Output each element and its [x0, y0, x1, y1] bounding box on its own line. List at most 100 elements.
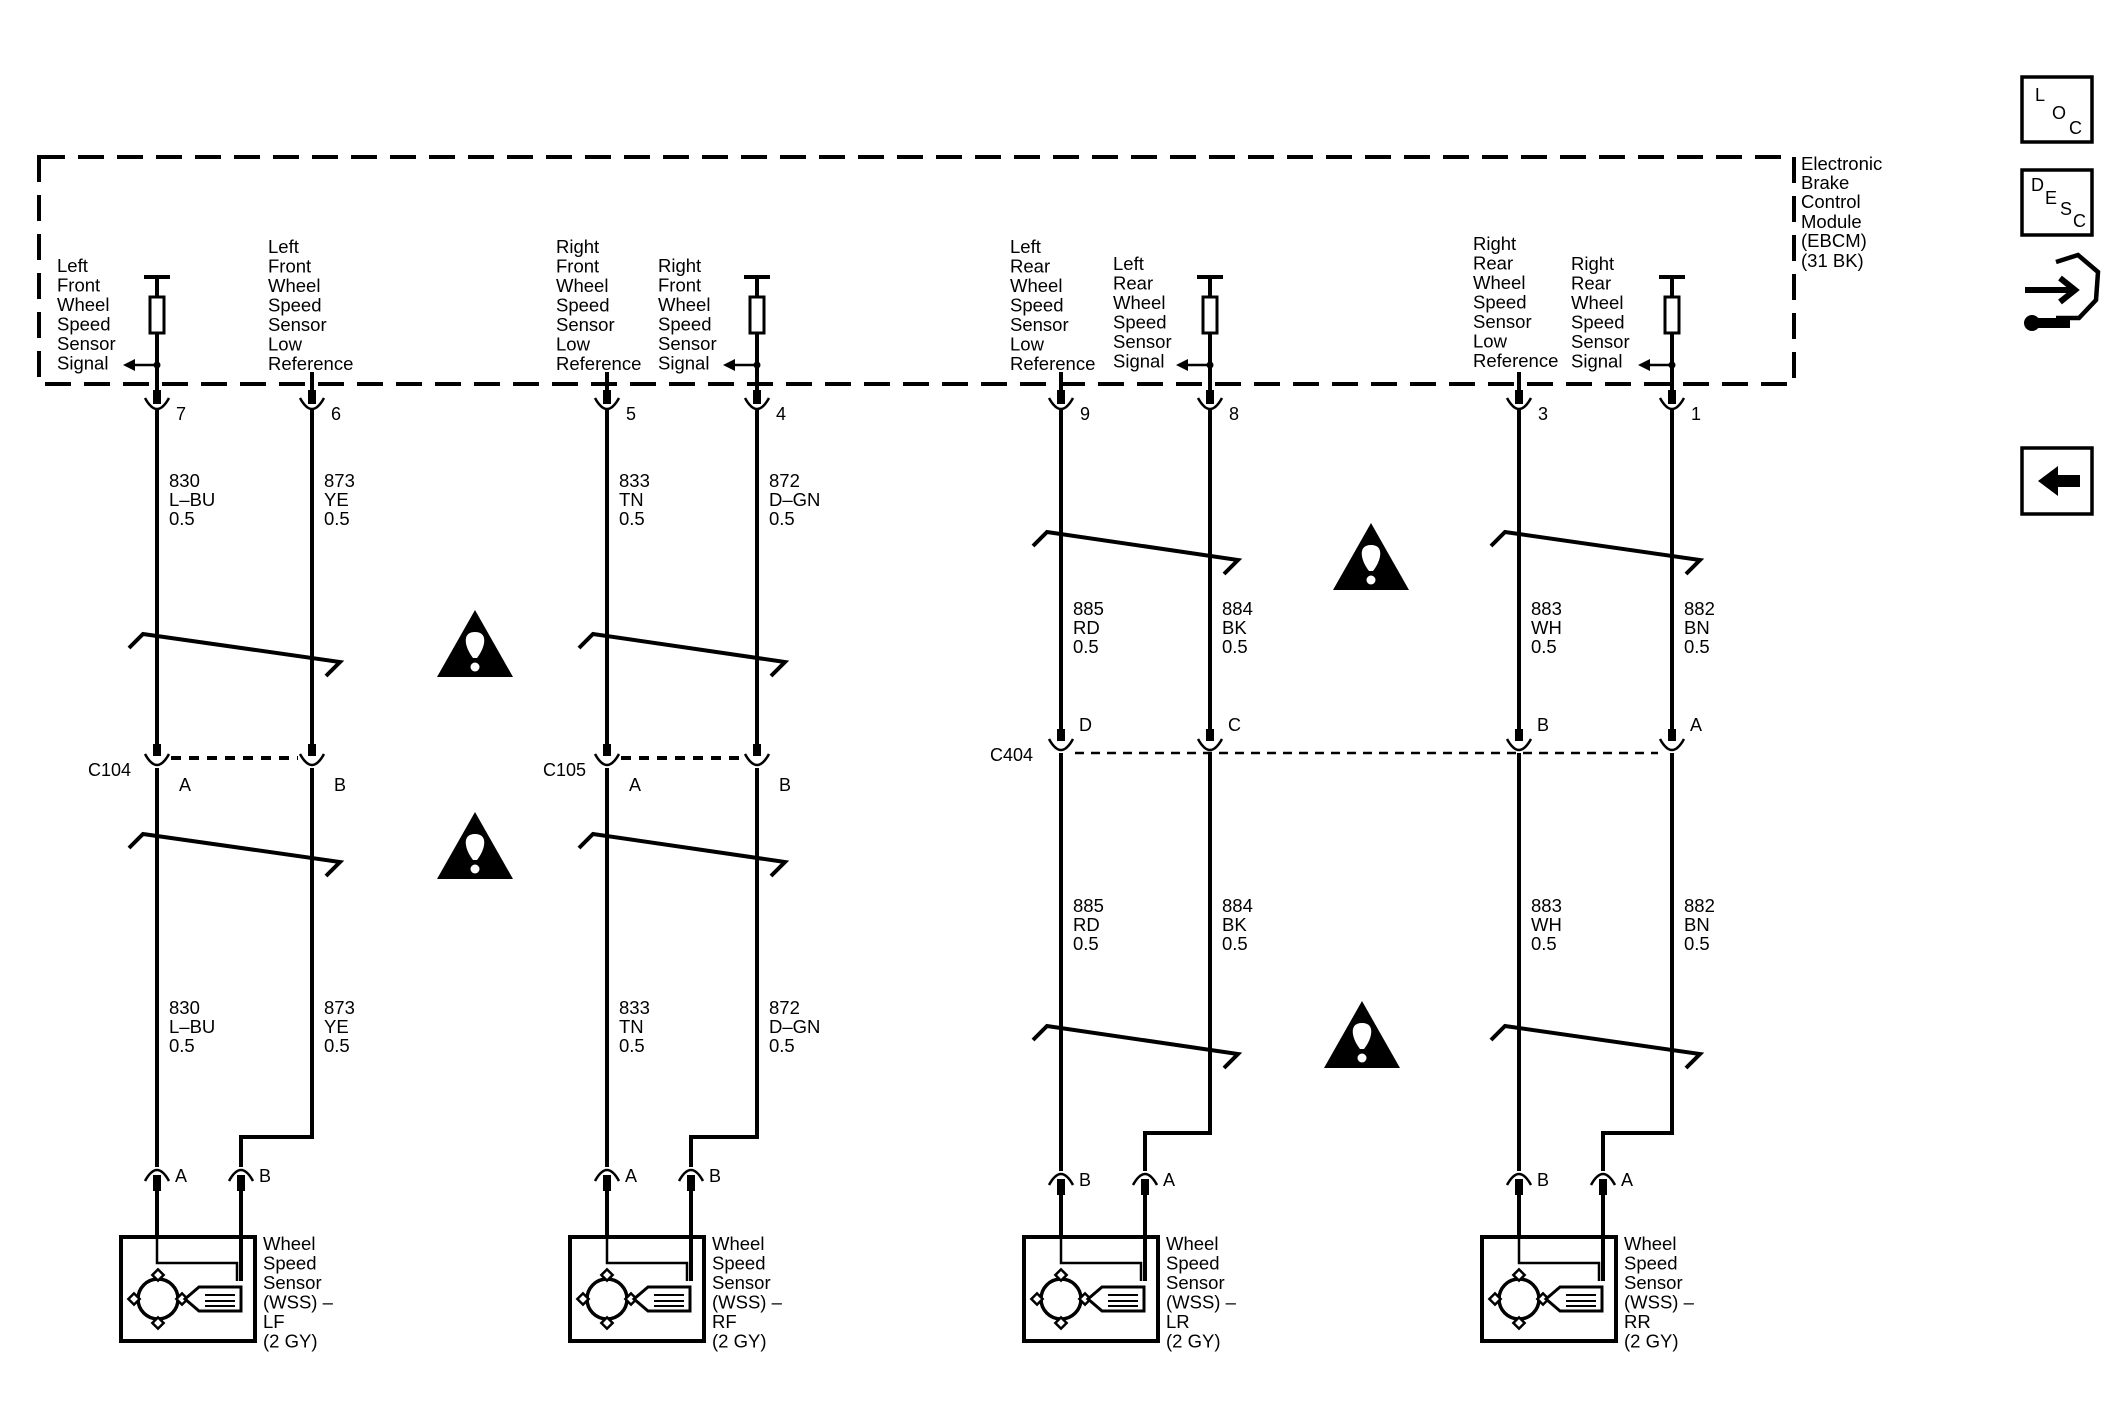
circuit-label-line: Wheel	[556, 275, 608, 296]
tone-wheel-icon	[585, 1277, 629, 1321]
circuit-label-line: Sensor	[556, 314, 615, 335]
wire-size: 0.5	[769, 508, 795, 529]
wire-color: RD	[1073, 617, 1100, 638]
ebcm-terminal	[743, 397, 771, 411]
pickup-coil-lines	[205, 1294, 235, 1307]
tone-wheel-tooth	[1511, 1315, 1527, 1331]
wire-number: 873	[324, 997, 355, 1018]
loc-button[interactable]: L O C	[2020, 75, 2094, 144]
desc-button[interactable]: D E S C	[2020, 168, 2094, 237]
wire-number: 833	[619, 470, 650, 491]
circuit-label-line: Left	[1113, 253, 1144, 274]
warning-icon	[1324, 1001, 1400, 1068]
circuit-label-line: Right	[1571, 253, 1614, 274]
tone-wheel-tooth	[1535, 1291, 1551, 1307]
ebcm-terminal	[1505, 397, 1533, 411]
tone-wheel-icon	[1039, 1277, 1083, 1321]
sensor-label-line: Sensor	[712, 1272, 771, 1293]
inline-terminal-pin	[1206, 729, 1214, 741]
desc-letter: D	[2031, 175, 2044, 195]
inline-pin-letter: B	[1537, 715, 1549, 735]
circuit-label-line: Reference	[1473, 350, 1558, 371]
signal-arrow-head	[123, 359, 135, 371]
circuit-label-line: Wheel	[1571, 292, 1623, 313]
wire-number: 882	[1684, 598, 1715, 619]
ebcm-pin-number: 9	[1080, 404, 1090, 424]
wire-number: 885	[1073, 895, 1104, 916]
inline-terminal-pin	[1668, 729, 1676, 741]
pickup-icon	[182, 1285, 243, 1313]
inline-terminal	[298, 753, 326, 767]
desc-letter: C	[2073, 211, 2086, 231]
wire-number: 884	[1222, 895, 1253, 916]
ebcm-module-name: Electronic Brake Control Module (EBCM) (…	[1801, 153, 1882, 271]
tone-wheel-tooth	[174, 1291, 190, 1307]
loc-icon	[2020, 75, 2094, 144]
wire-color: L–BU	[169, 1016, 215, 1037]
wire-color: BN	[1684, 617, 1710, 638]
circuit-label-line: Wheel	[658, 294, 710, 315]
pickup-coil-lines	[1566, 1294, 1596, 1307]
wire-segment	[1601, 753, 1674, 1171]
circuit-label-line: Reference	[1010, 353, 1095, 374]
tone-wheel-icon	[1497, 1277, 1541, 1321]
ebcm-terminal-pin	[1515, 390, 1523, 404]
sensor-label-line: LR	[1166, 1311, 1190, 1332]
circuit-label-line: Low	[1473, 331, 1508, 352]
wire-size: 0.5	[169, 1035, 195, 1056]
sensor-terminal	[1589, 1172, 1617, 1186]
tone-wheel-tooth	[599, 1315, 615, 1331]
wire-color: TN	[619, 489, 644, 510]
wire-color: BK	[1222, 914, 1247, 935]
wire-color: BK	[1222, 617, 1247, 638]
wire-number: 833	[619, 997, 650, 1018]
wire-color: D–GN	[769, 489, 820, 510]
inline-pin-letter: B	[779, 775, 791, 795]
sensor-terminal-pin	[237, 1175, 245, 1191]
circuit-label-line: Signal	[57, 353, 108, 374]
sensor-internal-wire	[155, 1237, 239, 1281]
circuit-label-line: Speed	[57, 314, 111, 335]
sensor-terminal	[143, 1168, 171, 1182]
sensor-pin-letter: A	[1163, 1170, 1175, 1190]
pickup-icon	[631, 1285, 692, 1313]
tone-wheel-tooth	[623, 1291, 639, 1307]
circuit-label-line: Wheel	[1010, 275, 1062, 296]
sensor-label-line: (WSS) –	[712, 1292, 783, 1313]
warning-mark	[1361, 545, 1381, 571]
wire-break-mark	[1489, 1023, 1705, 1070]
inline-connector-name: C404	[990, 745, 1033, 765]
signal-arrow-head	[1638, 359, 1650, 371]
wires	[155, 410, 1674, 1237]
back-button[interactable]	[2020, 446, 2094, 516]
sensor-terminal	[593, 1168, 621, 1182]
resistor-icon	[1201, 295, 1219, 335]
circuit-label-line: Wheel	[57, 294, 109, 315]
tone-wheel-tooth	[1487, 1291, 1503, 1307]
sensor-terminal-pin	[1599, 1179, 1607, 1195]
warning-icon	[437, 812, 513, 879]
sensor-internal-wire	[1059, 1237, 1143, 1281]
sensor-pin-letter: B	[259, 1166, 271, 1186]
circuit-label-line: Front	[268, 256, 311, 277]
sensor-terminal-pin	[687, 1175, 695, 1191]
connector-service-icon	[2024, 252, 2101, 331]
wire-number: 872	[769, 470, 800, 491]
wire-number: 883	[1531, 895, 1562, 916]
circuit-label-line: Wheel	[1113, 292, 1165, 313]
inline-terminal	[143, 753, 171, 767]
connector-service-button[interactable]	[2024, 252, 2101, 331]
sensor-label-line: Sensor	[1624, 1272, 1683, 1293]
sensor-label-line: RR	[1624, 1311, 1651, 1332]
ebcm-terminal	[593, 397, 621, 411]
circuit-label-line: Sensor	[57, 333, 116, 354]
tone-wheel-tooth	[1053, 1315, 1069, 1331]
wire-color: L–BU	[169, 489, 215, 510]
inline-terminal	[1505, 738, 1533, 752]
sensor-label-line: Wheel	[1166, 1233, 1218, 1254]
inline-pin-letter: D	[1079, 715, 1092, 735]
wire-color: RD	[1073, 914, 1100, 935]
wire-size: 0.5	[324, 1035, 350, 1056]
module-name-line: Electronic	[1801, 153, 1882, 174]
